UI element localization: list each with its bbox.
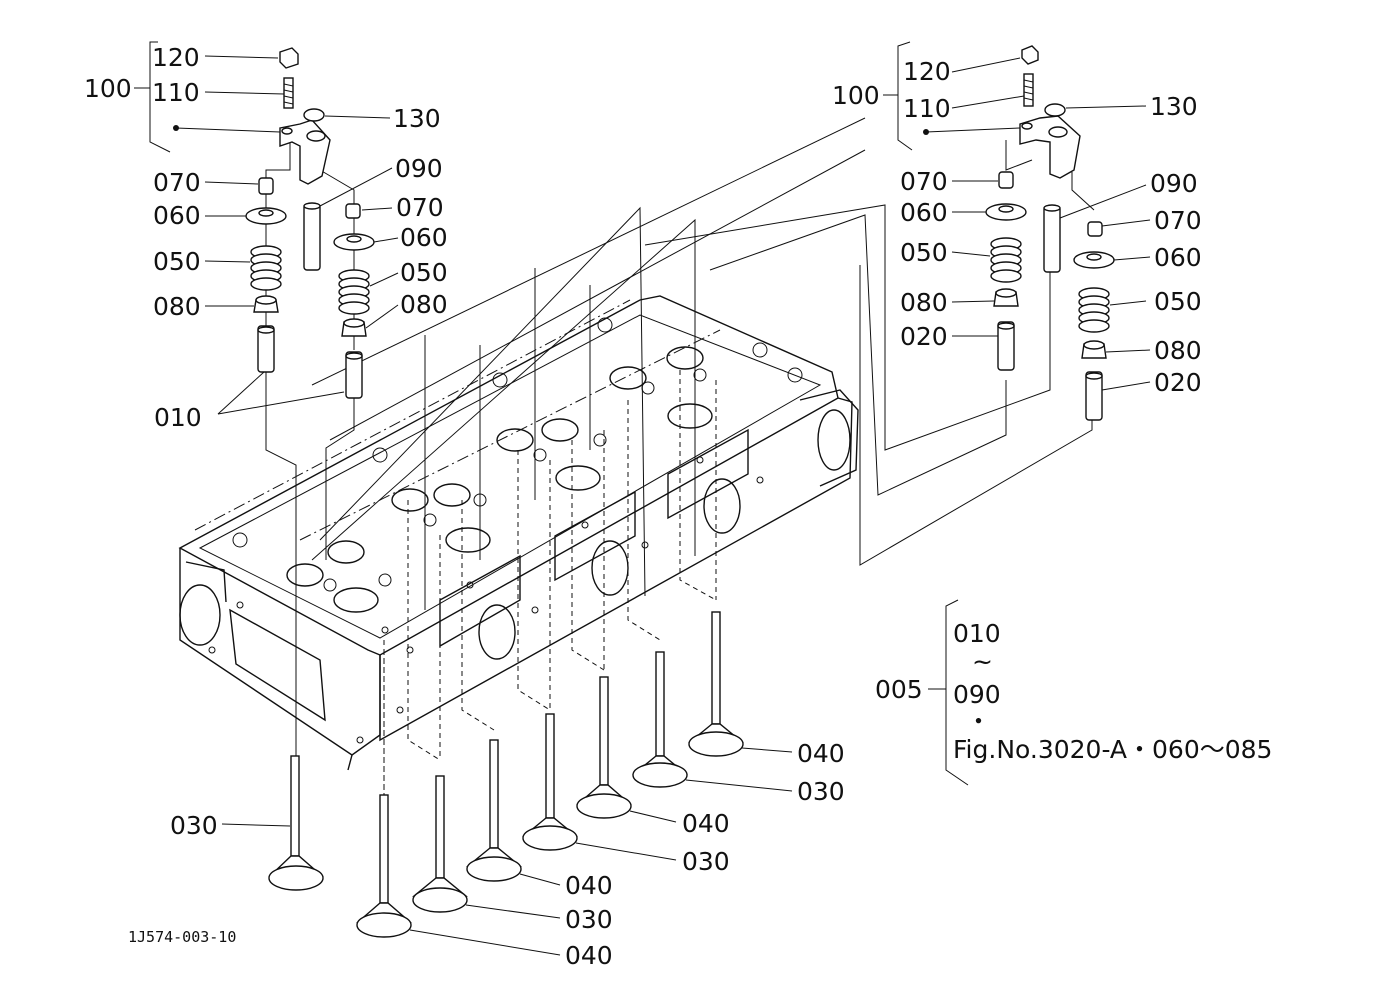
label-050-right-b: 050 (1154, 287, 1202, 316)
valve-040-d (688, 611, 744, 757)
label-040-valve-b: 040 (565, 871, 613, 900)
valve-030-d (632, 651, 688, 788)
valve-030-c (522, 713, 578, 851)
cylinder-head (178, 295, 859, 771)
label-090-left: 090 (395, 154, 443, 183)
label-050-left-b: 050 (400, 258, 448, 287)
kit-reference: Fig.No.3020-A・060～085 (953, 735, 1272, 764)
label-080-left-b: 080 (400, 290, 448, 319)
label-070-right-a: 070 (900, 167, 948, 196)
right-rocker-assembly (897, 41, 1115, 421)
label-080-right-a: 080 (900, 288, 948, 317)
valve-030-a (268, 755, 324, 891)
label-040-valve-a: 040 (565, 941, 613, 970)
kit-note: 005 010 ~ 090 ・ Fig.No.3020-A・060～085 (875, 619, 1272, 764)
label-060-right-a: 060 (900, 198, 948, 227)
kit-range-tilde: ~ (972, 647, 993, 676)
label-120-left: 120 (152, 43, 200, 72)
leader-lines (134, 55, 1151, 956)
label-010-left: 010 (154, 403, 202, 432)
label-080-right-b: 080 (1154, 336, 1202, 365)
label-030-valve-c: 030 (682, 847, 730, 876)
label-110-right: 110 (903, 94, 951, 123)
label-040-valve-d: 040 (797, 739, 845, 768)
label-040-valve-c: 040 (682, 809, 730, 838)
kit-range-to: 090 (953, 680, 1001, 709)
label-060-left-b: 060 (400, 223, 448, 252)
label-110-left: 110 (152, 78, 200, 107)
label-030-valve-b: 030 (565, 905, 613, 934)
label-060-right-b: 060 (1154, 243, 1202, 272)
label-100-right: 100 (832, 81, 880, 110)
label-070-left-a: 070 (153, 168, 201, 197)
valve-040-c (576, 676, 632, 819)
label-020-right-a: 020 (900, 322, 948, 351)
label-020-right-b: 020 (1154, 368, 1202, 397)
label-070-right-b: 070 (1154, 206, 1202, 235)
valve-040-a (356, 794, 412, 938)
kit-id: 005 (875, 675, 923, 704)
left-rocker-assembly (149, 41, 375, 399)
valves (268, 611, 744, 938)
label-030-valve-a: 030 (170, 811, 218, 840)
label-030-valve-d: 030 (797, 777, 845, 806)
label-050-left-a: 050 (153, 247, 201, 276)
kit-dot: ・ (966, 707, 991, 736)
label-080-left-a: 080 (153, 292, 201, 321)
label-120-right: 120 (903, 57, 951, 86)
label-050-right-a: 050 (900, 238, 948, 267)
label-070-left-b: 070 (396, 193, 444, 222)
label-130-left: 130 (393, 104, 441, 133)
kit-range-from: 010 (953, 619, 1001, 648)
drawing-id: 1J574-003-10 (128, 928, 236, 946)
label-130-right: 130 (1150, 92, 1198, 121)
valve-040-b (466, 739, 522, 882)
label-060-left-a: 060 (153, 201, 201, 230)
valve-030-b (412, 775, 468, 913)
label-090-right: 090 (1150, 169, 1198, 198)
label-100-left: 100 (84, 74, 132, 103)
part-labels: 120 110 100 130 070 090 070 060 060 050 … (84, 43, 1202, 970)
center-lines (265, 117, 1095, 800)
